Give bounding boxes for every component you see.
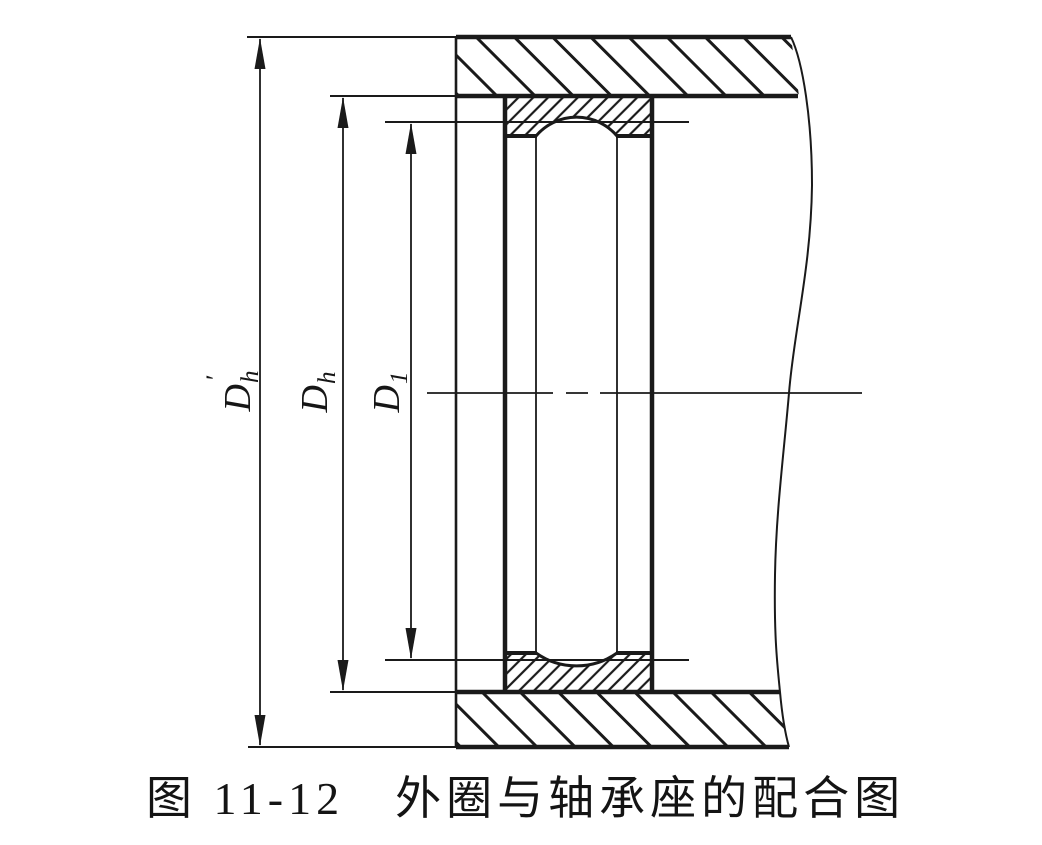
housing-section-hatch	[456, 37, 799, 747]
dim-symbol: D	[366, 384, 408, 413]
housing-top-wall-section	[456, 37, 799, 96]
dim-subscript: 1	[386, 371, 413, 385]
arrow-dh-top	[337, 97, 349, 128]
housing-outline	[454, 34, 814, 750]
dim-subscript: h	[314, 371, 341, 385]
figure-caption: 图 11-12 外圈与轴承座的配合图	[146, 773, 906, 824]
arrow-d1-top	[405, 123, 417, 154]
dim-subscript: h	[237, 370, 264, 384]
housing-bottom-wall-section	[456, 692, 789, 747]
outer-ring-section-hatch	[505, 96, 652, 692]
dim-symbol: D	[294, 384, 336, 413]
raceway-groove-top	[534, 115, 619, 137]
raceway-groove-bottom	[535, 651, 618, 668]
arrow-d1-bottom	[405, 628, 417, 659]
outer-ring-bottom-section	[505, 653, 652, 692]
arrow-dh-prime-bottom	[254, 715, 266, 746]
outer-ring-outline	[502, 96, 655, 692]
arrow-dh-prime-top	[254, 38, 266, 69]
arrow-dh-bottom	[337, 660, 349, 691]
dim-prime: ′	[201, 374, 230, 381]
extension-lines	[247, 36, 689, 748]
break-line	[773, 36, 814, 748]
dim-symbol: D	[217, 383, 259, 412]
dimension-label-dh-prime: D ′ h	[201, 343, 264, 439]
dimension-lines	[254, 38, 417, 746]
